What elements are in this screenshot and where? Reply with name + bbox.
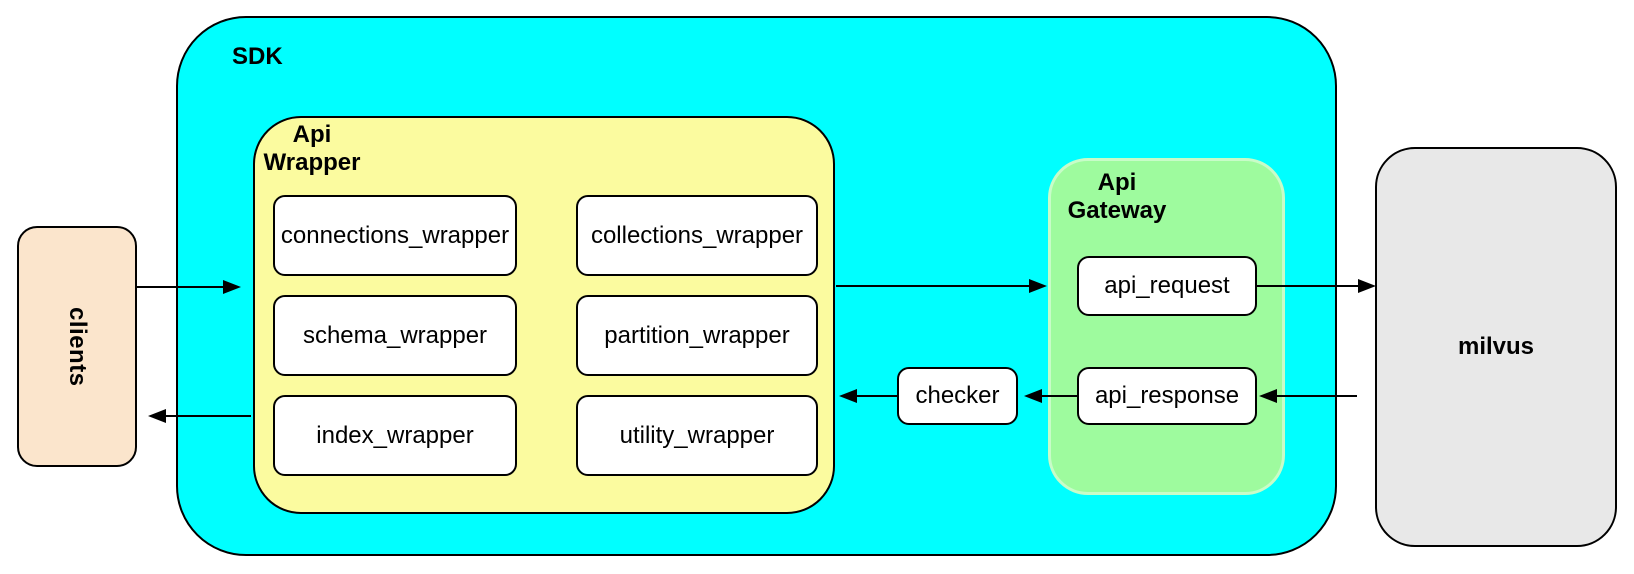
node-api-response: api_response	[1077, 367, 1257, 425]
api-gateway-label: Api Gateway	[1067, 169, 1167, 224]
node-api-request: api_request	[1077, 256, 1257, 316]
node-checker: checker	[897, 367, 1018, 425]
node-collections-wrapper: collections_wrapper	[576, 195, 818, 276]
sdk-label: SDK	[232, 43, 283, 70]
node-connections-wrapper: connections_wrapper	[273, 195, 517, 276]
node-schema-wrapper: schema_wrapper	[273, 295, 517, 376]
node-index-wrapper: index_wrapper	[273, 395, 517, 476]
milvus-box: milvus	[1375, 147, 1617, 547]
node-utility-wrapper: utility_wrapper	[576, 395, 818, 476]
clients-label: clients	[64, 306, 91, 387]
node-partition-wrapper: partition_wrapper	[576, 295, 818, 376]
api-wrapper-label: Api Wrapper	[263, 121, 361, 176]
milvus-label: milvus	[1457, 333, 1535, 360]
api-gateway-container	[1048, 158, 1285, 495]
clients-box: clients	[17, 226, 137, 467]
